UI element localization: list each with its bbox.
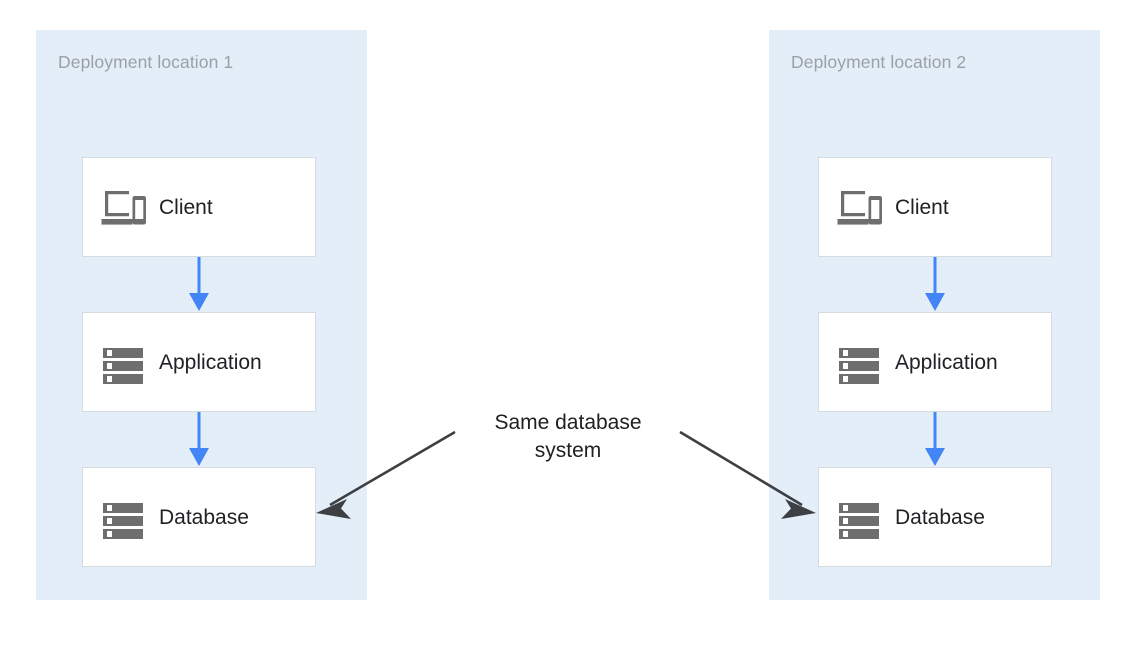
node-application-1-label: Application <box>159 350 262 374</box>
node-application-1[interactable]: Application <box>82 312 316 412</box>
deployment-zone-1-label: Deployment location 1 <box>58 52 234 72</box>
flow-arrow-client-to-application-2 <box>919 257 951 312</box>
flow-arrow-client-to-application-1 <box>183 257 215 312</box>
node-database-2-label: Database <box>895 505 985 529</box>
server-icon <box>101 496 147 539</box>
node-database-1-label: Database <box>159 505 249 529</box>
server-icon <box>837 496 883 539</box>
devices-icon <box>837 186 883 228</box>
node-application-2-label: Application <box>895 350 998 374</box>
server-icon <box>101 341 147 384</box>
node-client-2-label: Client <box>895 195 949 219</box>
node-application-2[interactable]: Application <box>818 312 1052 412</box>
annotation-caption: Same database system <box>494 411 642 462</box>
node-database-1[interactable]: Database <box>82 467 316 567</box>
node-client-1[interactable]: Client <box>82 157 316 257</box>
server-icon <box>837 341 883 384</box>
node-database-2[interactable]: Database <box>818 467 1052 567</box>
flow-arrow-application-to-database-2 <box>919 412 951 467</box>
node-client-2[interactable]: Client <box>818 157 1052 257</box>
flow-arrow-application-to-database-1 <box>183 412 215 467</box>
node-client-1-label: Client <box>159 195 213 219</box>
deployment-zone-2-label: Deployment location 2 <box>791 52 967 72</box>
devices-icon <box>101 186 147 228</box>
